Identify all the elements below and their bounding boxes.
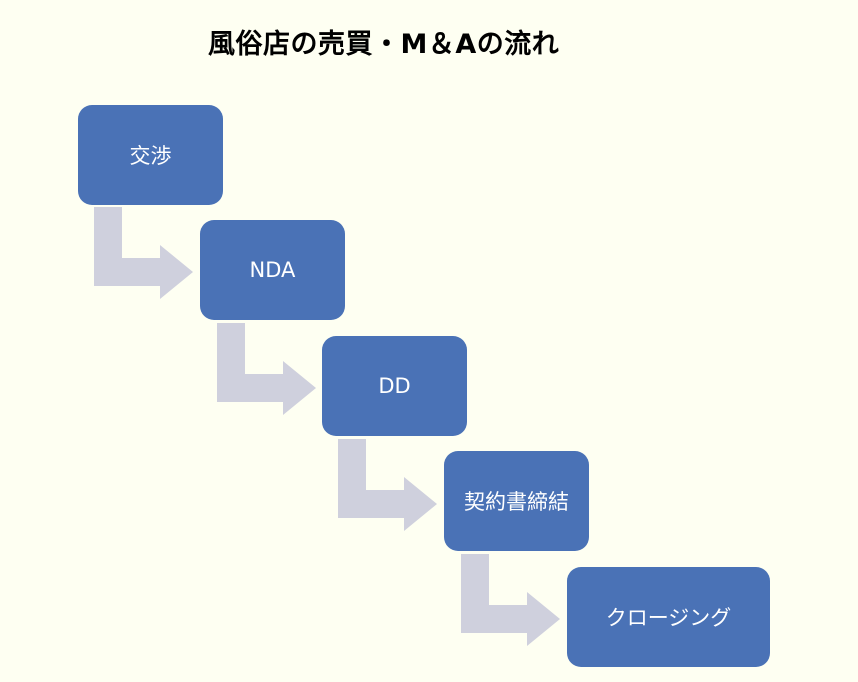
bent-arrow-4 bbox=[461, 554, 560, 646]
step-negotiation: 交渉 bbox=[78, 105, 223, 205]
diagram-title: 風俗店の売買・M＆Aの流れ bbox=[208, 29, 560, 60]
step-contract-signing: 契約書締結 bbox=[444, 451, 589, 551]
step-nda: NDA bbox=[200, 220, 345, 320]
step-due-diligence: DD bbox=[322, 336, 467, 436]
step-closing: クロージング bbox=[567, 567, 770, 667]
bent-arrow-3 bbox=[338, 439, 437, 531]
bent-arrow-2 bbox=[217, 323, 316, 415]
bent-arrow-1 bbox=[94, 207, 193, 299]
